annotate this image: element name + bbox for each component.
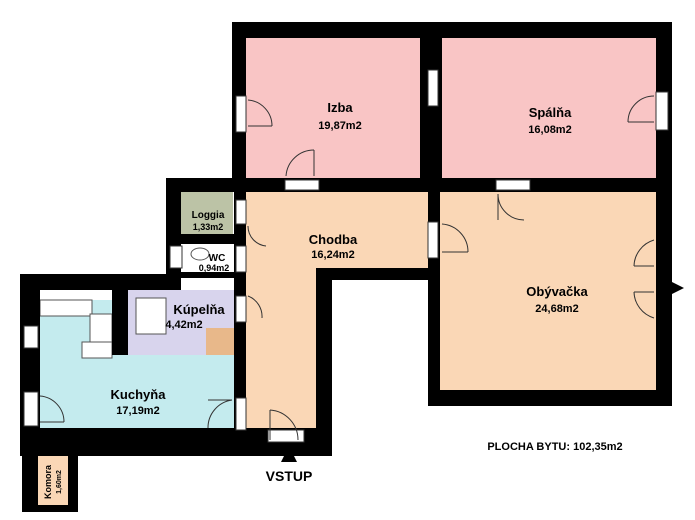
room-label-obyvacka: Obývačka — [526, 284, 588, 299]
room-area-chodba: 16,24m2 — [311, 249, 354, 261]
kitchen-counter — [39, 299, 93, 317]
kitchen-cabinet — [81, 341, 113, 359]
room-area-obyvacka: 24,68m2 — [535, 303, 578, 315]
room-izba-fill — [246, 38, 420, 178]
room-area-kupelna: 4,42m2 — [165, 319, 202, 331]
room-label-loggia: Loggia — [192, 210, 225, 221]
room-label-komora: Komora — [43, 464, 53, 499]
total-area-label: PLOCHA BYTU: 102,35m2 — [487, 441, 622, 453]
kitchen-sink — [89, 313, 113, 343]
room-komora-fill — [38, 456, 68, 506]
room-wc-fill — [181, 244, 233, 274]
room-label-kuchyna: Kuchyňa — [111, 387, 167, 402]
room-label-wc: WC — [209, 253, 226, 264]
komora-label-group: Komora 1,60m2 — [43, 464, 63, 499]
toilet — [190, 247, 210, 261]
entrance-arrow-icon — [281, 446, 297, 462]
storage-area — [206, 328, 234, 355]
room-area-komora: 1,60m2 — [56, 470, 63, 494]
room-area-kuchyna: 17,19m2 — [116, 405, 159, 417]
room-area-wc: 0,94m2 — [199, 263, 230, 273]
room-kuchyna-fill — [40, 300, 234, 428]
windows — [23, 69, 669, 443]
room-spalna-fill — [442, 38, 656, 178]
room-chodba-fill — [246, 192, 428, 442]
room-label-izba: Izba — [327, 100, 353, 115]
room-area-loggia: 1,33m2 — [193, 222, 224, 232]
room-area-izba: 19,87m2 — [318, 120, 361, 132]
room-obyvacka-fill — [440, 192, 656, 390]
balcony-arrow-icon — [672, 282, 684, 294]
bath-tub — [135, 297, 167, 335]
room-area-spalna: 16,08m2 — [528, 124, 571, 136]
room-label-chodba: Chodba — [309, 232, 358, 247]
room-label-kupelna: Kúpelňa — [173, 302, 225, 317]
entrance-label: VSTUP — [266, 468, 313, 484]
room-loggia-fill — [181, 192, 233, 234]
room-label-spalna: Spálňa — [529, 105, 572, 120]
door-swings — [39, 95, 655, 441]
